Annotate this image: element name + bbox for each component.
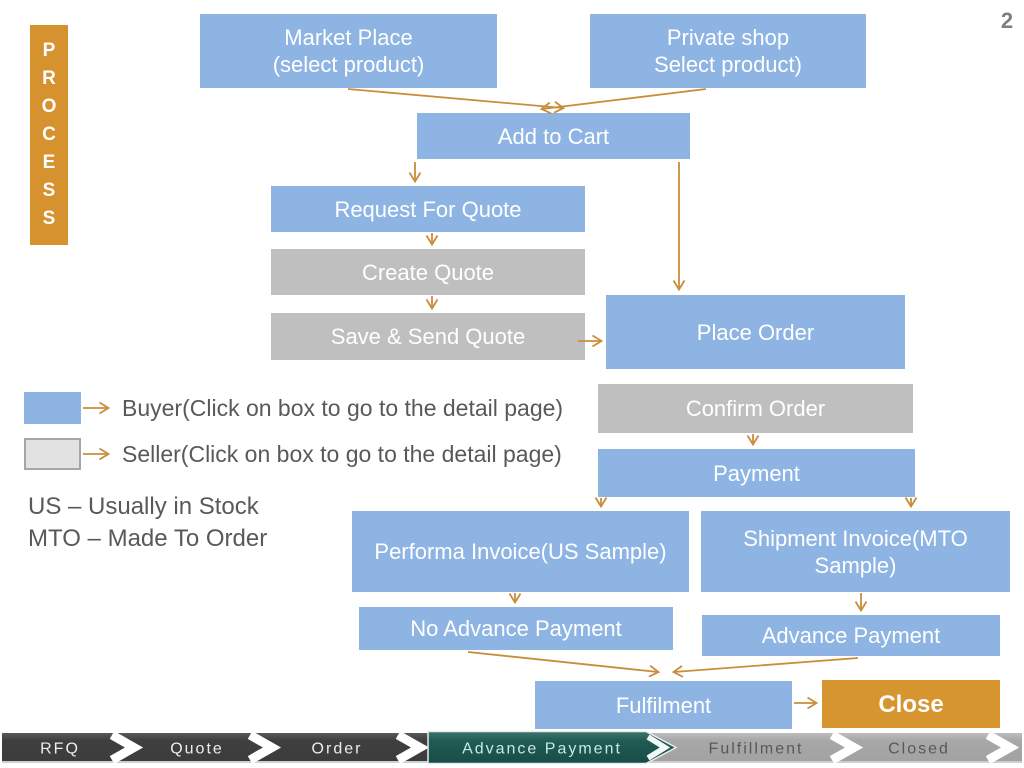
- status-step-fulfillment[interactable]: Fulfillment: [709, 741, 804, 758]
- flow-box-add-to-cart[interactable]: Add to Cart: [417, 113, 690, 159]
- chevron-separator-icon: [247, 731, 282, 764]
- flow-box-market-place[interactable]: Market Place (select product): [200, 14, 497, 88]
- legend-seller-swatch: [24, 438, 81, 470]
- flow-box-place-order[interactable]: Place Order: [606, 295, 905, 369]
- chevron-separator-icon: [829, 731, 864, 764]
- chevron-separator-icon: [109, 731, 144, 764]
- note-us-definition: US – Usually in Stock: [28, 493, 259, 520]
- flow-box-confirm-order[interactable]: Confirm Order: [598, 384, 913, 433]
- status-step-quote[interactable]: Quote: [170, 741, 224, 758]
- status-step-rfq[interactable]: RFQ: [40, 741, 80, 758]
- chevron-separator-icon: [646, 734, 671, 761]
- flow-box-advance-payment[interactable]: Advance Payment: [702, 615, 1000, 656]
- status-chevron-bar: RFQ Quote Order Advance Payment Fulfillm…: [2, 730, 1022, 765]
- arrow-privateshop-to-cart: [539, 88, 707, 115]
- flow-box-fulfilment[interactable]: Fulfilment: [535, 681, 792, 729]
- flow-box-payment[interactable]: Payment: [598, 449, 915, 497]
- status-step-order[interactable]: Order: [312, 741, 363, 758]
- chevron-separator-icon: [985, 731, 1020, 764]
- arrow-marketplace-to-cart: [347, 88, 566, 114]
- process-rail-label: P R O C E S S: [41, 40, 57, 229]
- statusbar-dark-track: [2, 733, 444, 762]
- page-number: 2: [1000, 8, 1014, 33]
- flow-box-no-advance-payment[interactable]: No Advance Payment: [359, 607, 673, 650]
- arrow-noadvance-to-fulfilment: [467, 651, 661, 678]
- arrow-advance-to-fulfilment: [671, 657, 859, 678]
- status-step-closed[interactable]: Closed: [888, 741, 950, 758]
- flow-box-private-shop[interactable]: Private shop Select product): [590, 14, 866, 88]
- flow-box-save-send-quote[interactable]: Save & Send Quote: [271, 313, 585, 360]
- flow-box-create-quote[interactable]: Create Quote: [271, 249, 585, 295]
- status-step-active-shape[interactable]: [427, 730, 678, 765]
- note-mto-definition: MTO – Made To Order: [28, 525, 268, 552]
- process-rail: P R O C E S S: [30, 25, 68, 245]
- chevron-separator-icon: [395, 731, 430, 764]
- status-step-advance-payment[interactable]: Advance Payment: [462, 741, 622, 758]
- flow-box-close[interactable]: Close: [822, 680, 1000, 728]
- legend-seller-label: Seller(Click on box to go to the detail …: [122, 440, 562, 467]
- flow-box-request-for-quote[interactable]: Request For Quote: [271, 186, 585, 232]
- flow-box-shipment-invoice[interactable]: Shipment Invoice(MTO Sample): [701, 511, 1010, 592]
- legend-buyer-swatch: [24, 392, 81, 424]
- legend-buyer-label: Buyer(Click on box to go to the detail p…: [122, 394, 564, 421]
- flow-box-performa-invoice[interactable]: Performa Invoice(US Sample): [352, 511, 689, 592]
